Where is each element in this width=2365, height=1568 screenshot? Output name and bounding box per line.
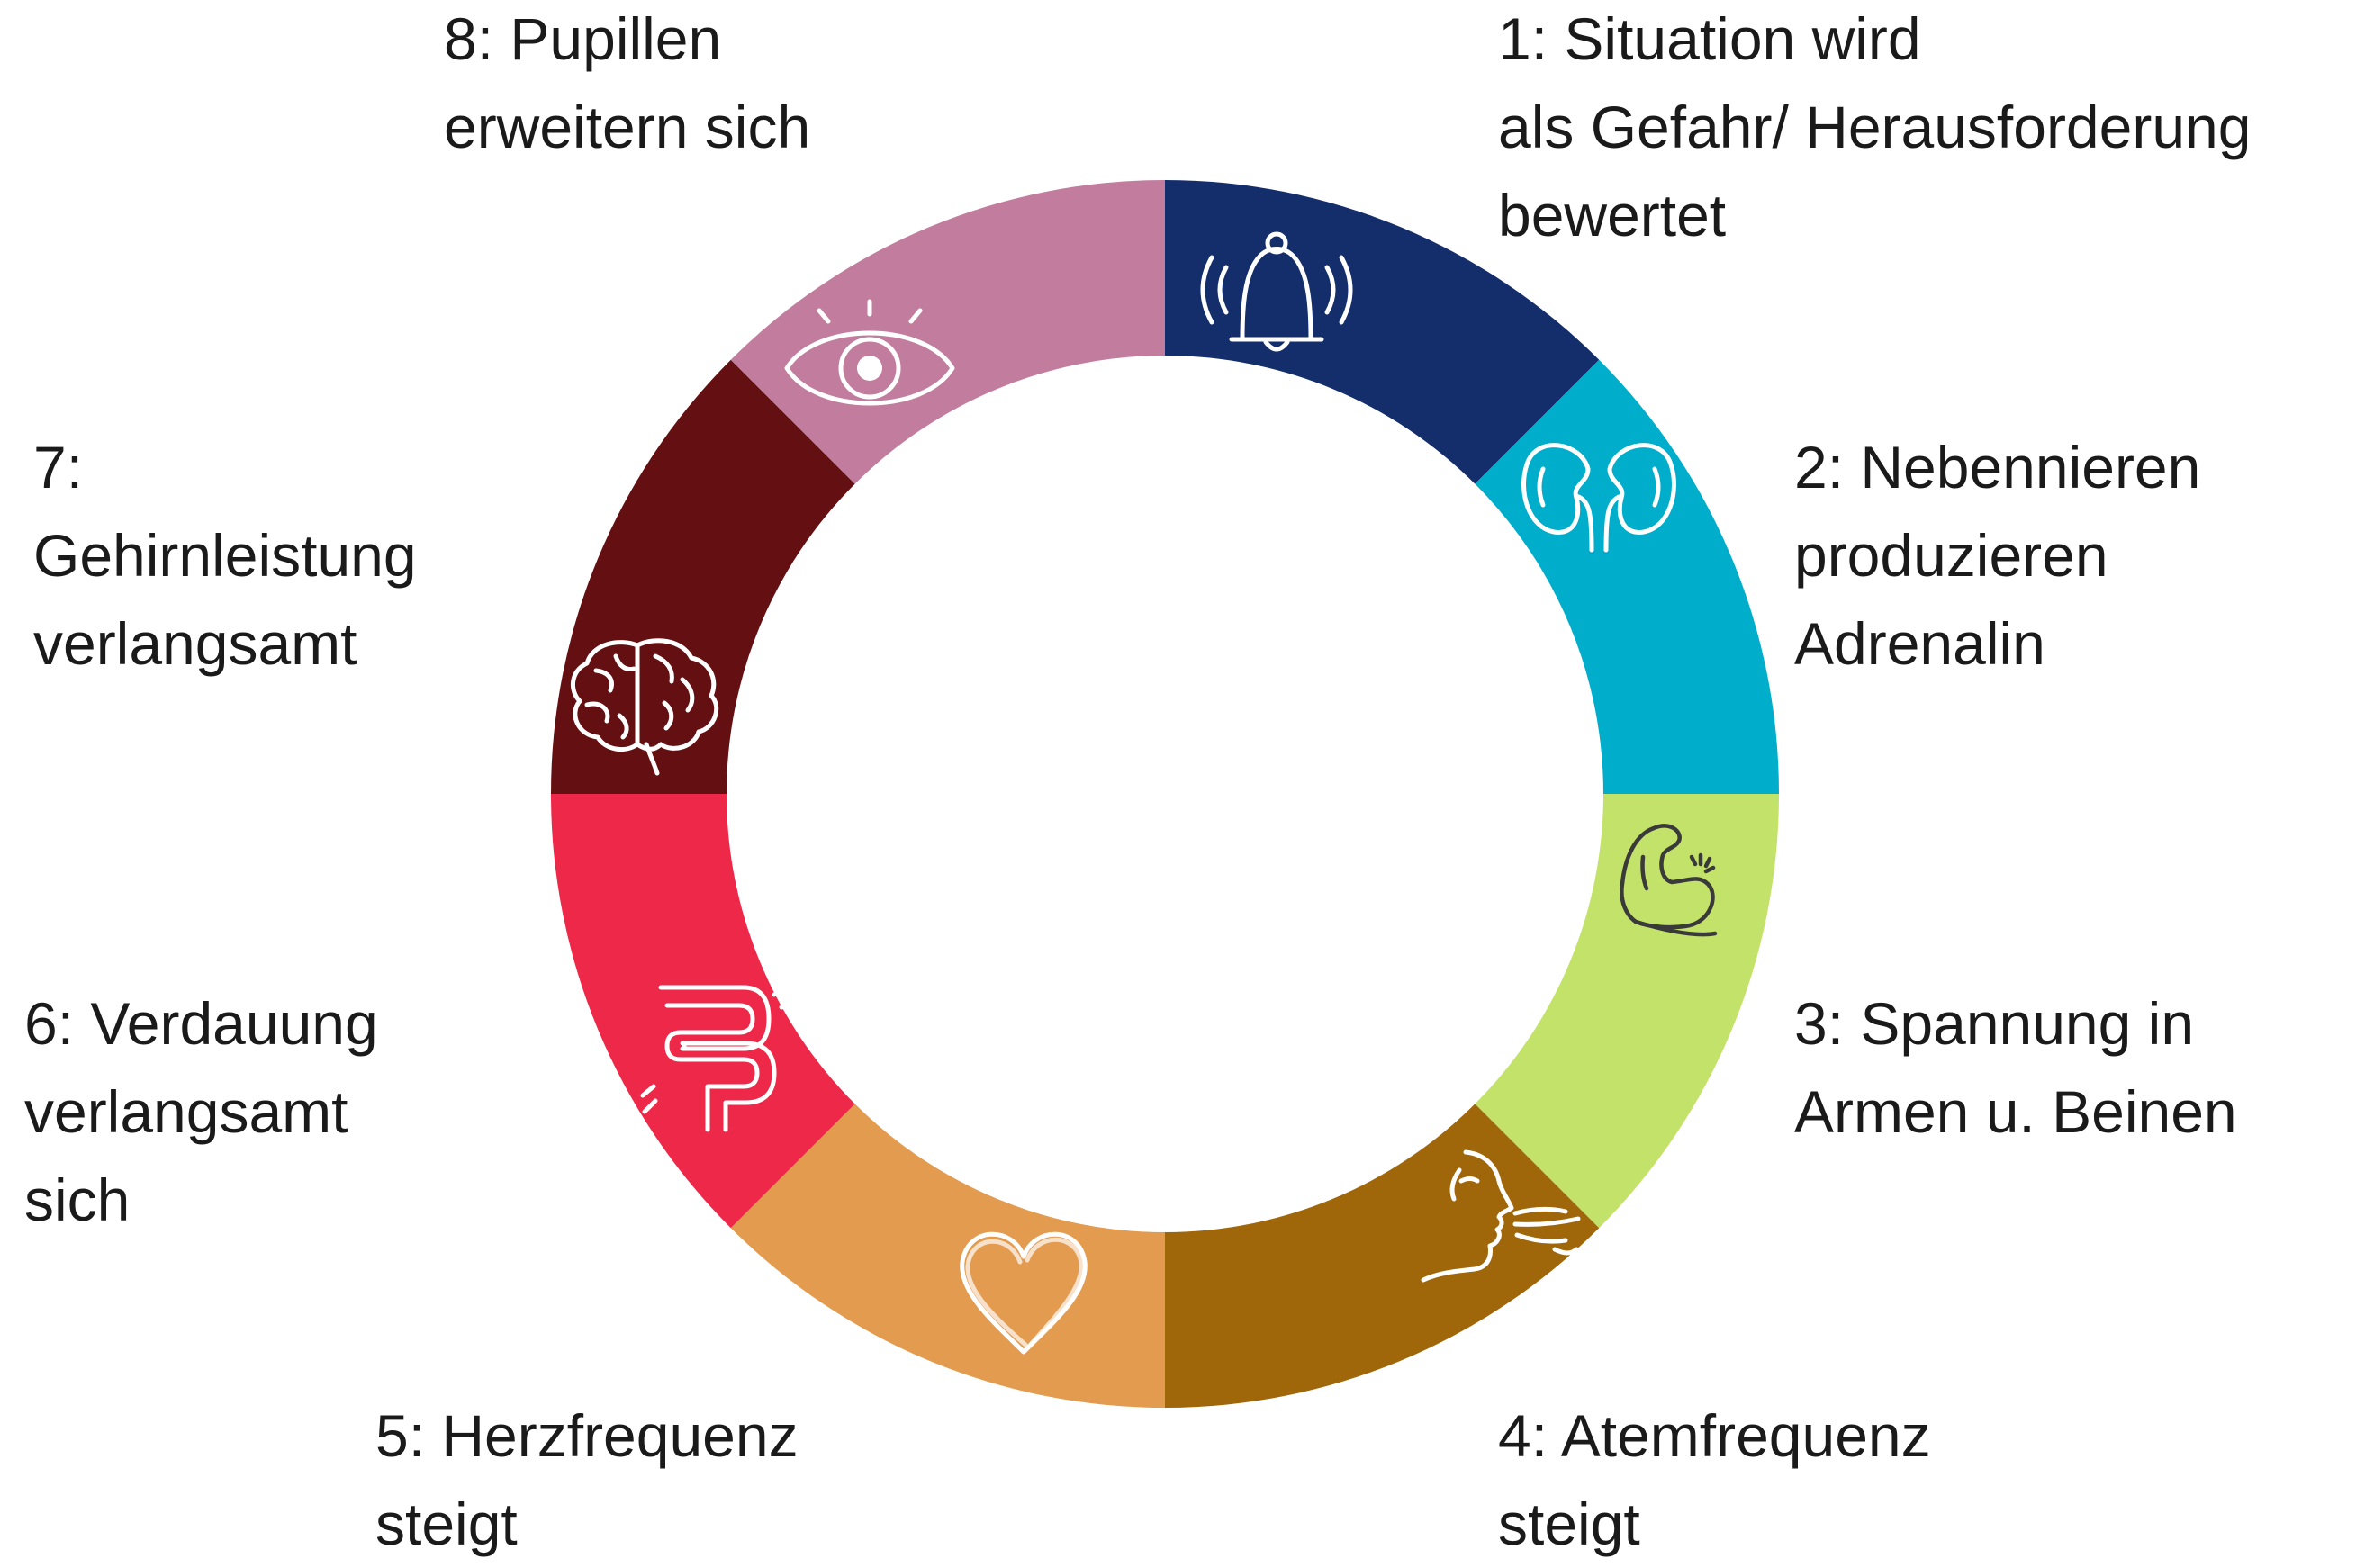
ring-segment-6	[551, 794, 855, 1229]
ring-segments	[551, 180, 1779, 1408]
step-6-label: 6: Verdauung verlangsamt sich	[24, 990, 378, 1233]
intestine-icon	[640, 983, 797, 1132]
ring-segment-8	[730, 180, 1165, 484]
step-5-label: 5: Herzfrequenz steigt	[375, 1402, 799, 1557]
step-8-label: 8: Pupillen erweitern sich	[444, 5, 811, 160]
eye-icon	[784, 299, 955, 406]
brain-icon	[571, 638, 719, 776]
ring-segment-3	[1475, 794, 1779, 1229]
heart-icon	[960, 1231, 1088, 1355]
bell-icon	[1200, 231, 1353, 352]
ring-segment-4	[1165, 1104, 1600, 1408]
breathing-face-icon	[1421, 1149, 1581, 1283]
ring-segment-7	[551, 359, 855, 794]
step-1-label: 1: Situation wird als Gefahr/ Herausford…	[1498, 5, 2252, 248]
ring-segment-1	[1165, 180, 1600, 484]
step-4-label: 4: Atemfrequenz steigt	[1498, 1402, 1931, 1557]
flexed-arm-icon	[1620, 824, 1718, 937]
ring-segment-5	[730, 1104, 1165, 1408]
step-2-label: 2: Nebennieren produzieren Adrenalin	[1794, 434, 2201, 677]
ring-segment-2	[1475, 359, 1779, 794]
kidneys-icon	[1521, 443, 1676, 553]
step-3-label: 3: Spannung in Armen u. Beinen	[1794, 990, 2237, 1145]
step-7-label: 7: Gehirnleistung verlangsamt	[33, 434, 417, 677]
